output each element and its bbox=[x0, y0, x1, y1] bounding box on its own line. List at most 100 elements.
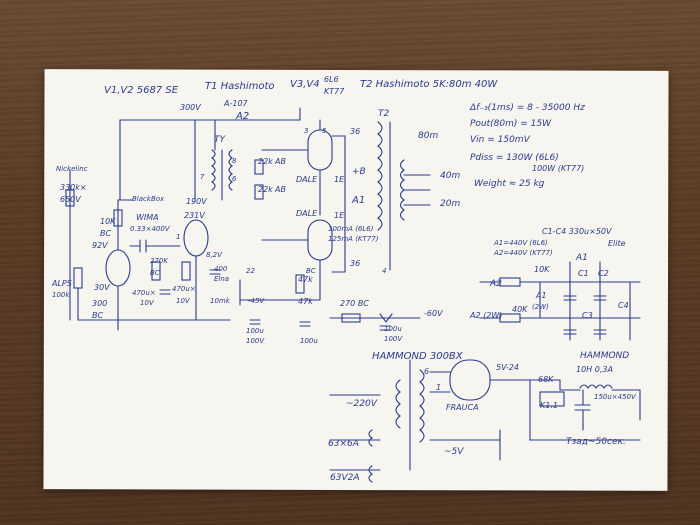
label-150u: 150u×450V bbox=[594, 393, 636, 401]
label-100u-a: 100u bbox=[246, 327, 264, 335]
label-2w: (2W) bbox=[532, 303, 549, 311]
label-blackbox: BlackBox bbox=[132, 195, 165, 203]
label-47k-b: 47k bbox=[298, 297, 313, 306]
label-231v: 231V bbox=[184, 211, 205, 220]
label-a1-c: A1 bbox=[536, 291, 547, 300]
label-bc: BC bbox=[100, 229, 112, 238]
header-v34-alt: KT77 bbox=[324, 87, 345, 96]
label-300: 300 bbox=[92, 299, 108, 308]
label-c3: C3 bbox=[582, 311, 593, 320]
label-40m: 40m bbox=[440, 171, 461, 181]
label-pin1: 1 bbox=[436, 383, 442, 392]
label-delay: Tзад~50сек. bbox=[566, 437, 626, 447]
header-v34-tube: 6L6 bbox=[324, 75, 339, 84]
pin-5: 5 bbox=[322, 127, 327, 135]
label-c1: C1 bbox=[578, 269, 589, 278]
spec-freq: Δf₋₃(1ms) = 8 - 35000 Hz bbox=[470, 103, 585, 113]
label-ty: TY bbox=[214, 135, 225, 145]
label-c1c4: C1-C4 330u×50V bbox=[542, 227, 612, 236]
label-hammond: HAMMOND bbox=[580, 351, 630, 361]
resistor-10k bbox=[113, 209, 123, 227]
tube-v2 bbox=[183, 219, 209, 257]
label-ia-a: 100mA (6L6) bbox=[328, 225, 374, 233]
pin-6: 6 bbox=[232, 175, 237, 183]
pin-1: 1 bbox=[176, 233, 181, 241]
label-10v: 10V bbox=[140, 299, 154, 307]
label-440v: A1=440V (6L6) bbox=[494, 239, 548, 247]
label-choke: 10H 0,3A bbox=[576, 365, 613, 374]
header-tubes: V1,V2 5687 SE bbox=[104, 85, 179, 96]
label-frauca: FRAUCA bbox=[446, 403, 479, 412]
label-bc4: BC bbox=[306, 267, 316, 275]
label-c2: C2 bbox=[598, 269, 609, 278]
label-1e-2: 1E bbox=[334, 211, 345, 220]
coil-6a bbox=[368, 429, 373, 447]
label-330k: 330k× bbox=[60, 183, 87, 192]
bplus-rail bbox=[119, 107, 301, 121]
label-a2: A2 bbox=[236, 111, 250, 122]
tube-v3 bbox=[307, 129, 333, 171]
label-elite: Elite bbox=[608, 239, 626, 248]
label-650v: 650V bbox=[60, 195, 81, 204]
header-t1: T1 Hashimoto bbox=[205, 81, 275, 92]
label-nickel: Nickelinc bbox=[56, 165, 88, 173]
label-80m: 80m bbox=[418, 131, 439, 141]
alps-pot bbox=[73, 267, 83, 289]
label-ia-b: 125mA (KT77) bbox=[328, 235, 379, 243]
label-40k: 40K bbox=[512, 305, 528, 314]
pin-7: 7 bbox=[200, 173, 205, 181]
label-bc2: BC bbox=[150, 269, 160, 277]
label-63v2a: 63V2A bbox=[330, 473, 360, 483]
label-100u-c: 100u bbox=[384, 325, 402, 333]
label-minus45: -45V bbox=[248, 297, 265, 305]
label-t1-model: A-107 bbox=[224, 99, 248, 108]
label-10mk: 10mk bbox=[210, 297, 230, 305]
label-36b: 36 bbox=[350, 259, 361, 268]
label-k11: K1.1 bbox=[540, 401, 558, 410]
label-440v-b: A2=440V (KT77) bbox=[494, 249, 553, 257]
label-10v-b: 10V bbox=[176, 297, 190, 305]
pin-3: 3 bbox=[304, 127, 309, 135]
label-1e: 1E bbox=[334, 175, 345, 184]
spec-vin: Vin = 150mV bbox=[470, 135, 530, 145]
label-22k: 22k bbox=[258, 157, 273, 166]
label-100k: 100k bbox=[52, 291, 70, 299]
label-a2-b: A2 bbox=[490, 279, 502, 289]
label-ab-2: AB bbox=[275, 185, 286, 194]
label-22k-2: 22k bbox=[258, 185, 273, 194]
label-190v: 190V bbox=[186, 197, 207, 206]
label-pin6: 6 bbox=[424, 367, 430, 376]
label-300v: 300V bbox=[180, 103, 201, 112]
t2-primary bbox=[377, 121, 383, 231]
coupling-cap bbox=[129, 239, 181, 253]
label-c4: C4 bbox=[618, 301, 629, 310]
label-100v-c: 100V bbox=[384, 335, 403, 343]
rectifier-tube bbox=[449, 359, 491, 401]
label-470u: 470u× bbox=[132, 289, 156, 297]
label-alps: ALPS bbox=[52, 279, 72, 288]
coil-2a bbox=[368, 465, 373, 483]
spec-pdiss-b: 100W (KT77) bbox=[532, 164, 585, 173]
power-transformer-primary bbox=[395, 379, 401, 429]
label-bplus: +B bbox=[352, 167, 366, 177]
label-47k: 47k bbox=[298, 275, 313, 284]
label-a2-2w: A2 (2W) bbox=[470, 311, 503, 320]
label-hammond-300bx: HAMMOND 300BX bbox=[372, 351, 463, 362]
pin-8: 8 bbox=[232, 157, 237, 165]
label-dale: DALE bbox=[296, 175, 318, 184]
spec-pdiss-a: Pdiss = 130W (6L6) bbox=[470, 153, 559, 163]
label-10k-b: 10K bbox=[534, 265, 550, 274]
label-30v: 30V bbox=[94, 283, 110, 292]
spec-pout: Pout(80m) = 15W bbox=[470, 119, 552, 129]
label-minus60: -60V bbox=[424, 309, 443, 318]
label-8v2: 8,2V bbox=[206, 251, 222, 259]
label-270k: 270K bbox=[150, 257, 168, 265]
spec-weight: Weight ≈ 25 kg bbox=[474, 179, 545, 189]
header-v34: V3,V4 bbox=[290, 79, 320, 90]
label-92v: 92V bbox=[92, 241, 108, 250]
label-5v24: 5V-24 bbox=[496, 363, 519, 372]
pin-4: 4 bbox=[382, 267, 387, 275]
label-36: 36 bbox=[350, 127, 361, 136]
label-22: 22 bbox=[246, 267, 255, 275]
